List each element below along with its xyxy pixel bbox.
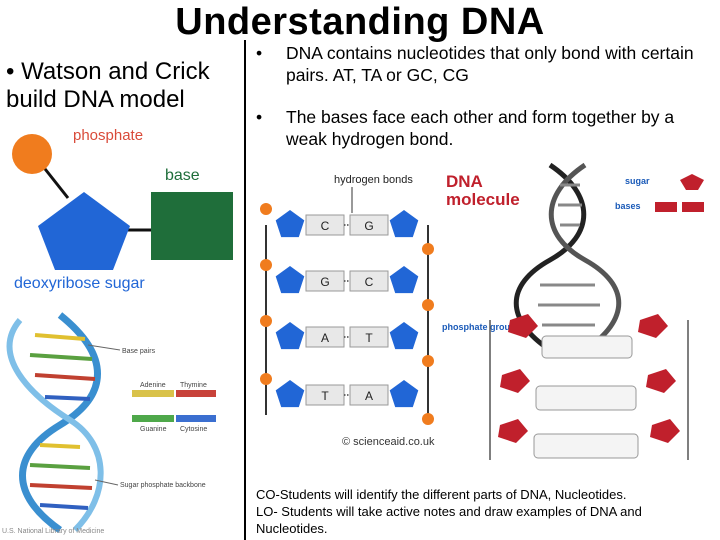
phosphate-circle xyxy=(422,355,434,367)
hydrogen-bonds-label: hydrogen bonds xyxy=(334,174,413,186)
helix-strand-b xyxy=(548,162,622,353)
phosphate-circle xyxy=(260,203,272,215)
base-pair-rung xyxy=(39,503,89,510)
sugar-pentagon xyxy=(389,322,419,350)
thymine-label: Thymine xyxy=(180,382,207,389)
sugar-pentagon xyxy=(275,322,305,350)
sugar-pentagon xyxy=(275,210,305,238)
sugar-ring xyxy=(650,419,680,443)
sugar-ring xyxy=(500,369,530,393)
base-letter: T xyxy=(321,389,329,403)
bullet-text: DNA contains nucleotides that only bond … xyxy=(286,43,694,85)
backbone-label: Sugar phosphate backbone xyxy=(120,482,206,489)
base-label: base xyxy=(165,167,200,184)
chemical-ladder xyxy=(489,314,689,460)
adenine-bar xyxy=(132,390,174,397)
sugar-ring xyxy=(508,314,538,338)
base-block xyxy=(349,270,389,292)
bullet-hydrogen-bond: • The bases face each other and form tog… xyxy=(256,106,716,150)
base-pair-rung xyxy=(39,443,81,449)
cytosine-label: Cytosine xyxy=(180,426,207,433)
nucleotide-diagram: phosphate base deoxyribose sugar xyxy=(12,127,233,292)
scienceaid-credit: © scienceaid.co.uk xyxy=(342,436,435,448)
watson-crick-bullet: • Watson and Crick build DNA model xyxy=(6,58,210,113)
base-block xyxy=(349,326,389,348)
base-pair-block xyxy=(541,335,633,359)
bases-legend-label: bases xyxy=(615,201,641,211)
objectives-footer: CO-Students will identify the different … xyxy=(256,486,716,537)
helix-backbone-b xyxy=(6,318,104,533)
base-pairs-label: Base pairs xyxy=(122,348,156,355)
vertical-divider xyxy=(244,40,246,540)
pointer-line xyxy=(87,344,121,351)
base-rectangle xyxy=(151,192,233,260)
phosphate-circle xyxy=(12,134,52,174)
dna-helix-illustration: Base pairs Adenine Thymine Guanine Cytos… xyxy=(2,312,216,535)
phosphate-circle xyxy=(260,315,272,327)
sugar-legend-label: sugar xyxy=(625,176,650,186)
phosphate-circle xyxy=(422,243,434,255)
phosphate-circle xyxy=(260,373,272,385)
base-pair-rung xyxy=(34,333,86,341)
bullet-dot: • xyxy=(256,107,263,127)
base-block xyxy=(349,214,389,236)
sugar-ring xyxy=(638,314,668,338)
language-objective: LO- Students will take active notes and … xyxy=(256,504,642,536)
base-pair-block xyxy=(533,433,639,459)
sugar-pentagon xyxy=(275,266,305,294)
dna-molecule-title: DNA xyxy=(446,172,483,191)
sugar-pentagon xyxy=(389,210,419,238)
adenine-label: Adenine xyxy=(140,382,166,389)
dna-molecule-diagram: sugar bases phosphate group xyxy=(442,162,704,460)
base-pair-diagram: hydrogen bonds DNA molecule C G G C A T T A © s… xyxy=(260,172,520,448)
sugar-pentagon xyxy=(389,266,419,294)
phosphate-circle xyxy=(260,259,272,271)
content-objective: CO-Students will identify the different … xyxy=(256,487,627,502)
sugar-label: deoxyribose sugar xyxy=(14,275,145,292)
base-letter: C xyxy=(321,219,330,233)
bases-legend-icon xyxy=(682,202,704,212)
sugar-legend-icon xyxy=(680,174,704,190)
phosphate-group-label: phosphate group xyxy=(442,322,516,332)
dna-molecule-title: molecule xyxy=(446,190,520,209)
bullet-nucleotide-pairs: • DNA contains nucleotides that only bon… xyxy=(256,42,716,86)
guanine-bar xyxy=(132,415,174,422)
base-pair-rung xyxy=(44,395,91,401)
base-letter: C xyxy=(365,275,374,289)
pair-rows: C G G C A T T A xyxy=(260,203,434,425)
sugar-ring xyxy=(646,369,676,393)
sugar-pentagon xyxy=(389,380,419,408)
phosphate-circle xyxy=(422,299,434,311)
guanine-label: Guanine xyxy=(140,426,167,433)
bases-legend-icon xyxy=(655,202,677,212)
nlm-credit: U.S. National Library of Medicine xyxy=(2,528,104,535)
bullet-dot: • xyxy=(256,43,263,63)
sugar-ring xyxy=(498,419,528,443)
sugar-pentagon xyxy=(38,192,130,270)
cytosine-bar xyxy=(176,415,216,422)
sugar-pentagon xyxy=(275,380,305,408)
thymine-bar xyxy=(176,390,216,397)
base-pair-rung xyxy=(29,483,93,490)
base-pair-rung xyxy=(29,353,93,361)
base-pair-rung xyxy=(29,463,91,470)
phosphate-circle xyxy=(422,413,434,425)
base-letter: T xyxy=(365,331,373,345)
pointer-line xyxy=(94,479,119,486)
helix-backbone-a xyxy=(19,312,101,533)
base-pair-block xyxy=(535,385,637,411)
base-letter: A xyxy=(365,389,373,403)
base-pair-rung xyxy=(34,373,96,381)
base-letter: G xyxy=(364,219,373,233)
slide-title: Understanding DNA xyxy=(175,1,545,43)
base-block xyxy=(349,384,389,406)
phosphate-label: phosphate xyxy=(73,127,143,144)
bullet-text: The bases face each other and form toget… xyxy=(286,107,675,149)
base-letter: G xyxy=(320,275,329,289)
base-letter: A xyxy=(321,331,329,345)
